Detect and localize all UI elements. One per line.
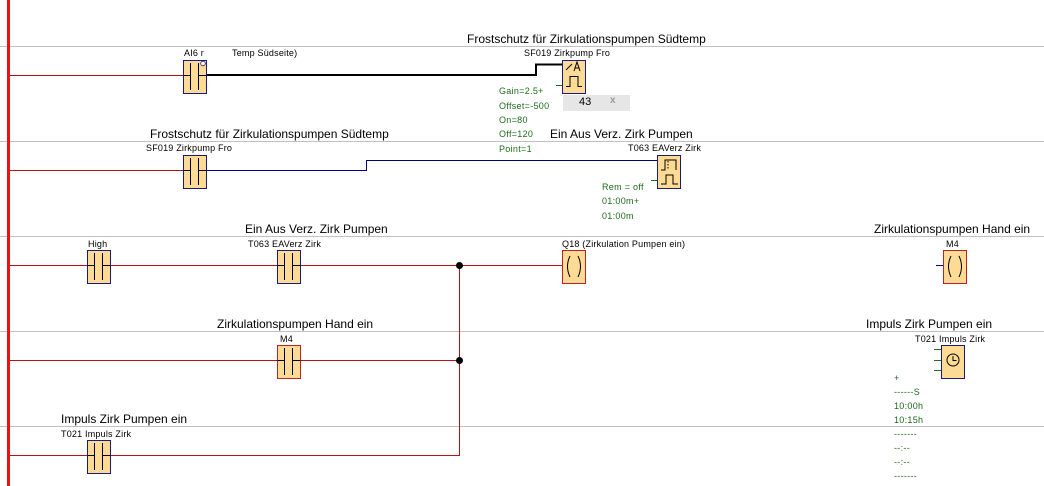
t021-label: T021 Impuls Zirk (915, 334, 986, 344)
t021-param: ------S (894, 387, 921, 397)
t021-param: ------- (894, 471, 918, 481)
t021-param: ------- (894, 429, 918, 439)
junction-dot (456, 262, 463, 269)
sf019-actual-value: 43 (579, 96, 592, 108)
sf019-param: Gain=2.5+ (499, 86, 544, 96)
rung5-wire-t021-to-junction[interactable] (110, 265, 460, 456)
t063-title: Ein Aus Verz. Zirk Pumpen (550, 127, 693, 141)
m4-contact-title: Zirkulationspumpen Hand ein (217, 317, 374, 331)
sf019-contact-label: SF019 Zirkpump Fro (146, 143, 233, 153)
high-contact[interactable] (87, 250, 111, 284)
sf019-contact-title: Frostschutz für Zirkulationspumpen Südte… (150, 127, 389, 141)
rung-separators (0, 46, 1044, 427)
t063-contact-label: T063 EAVerz Zirk (248, 239, 322, 249)
high-label: High (88, 239, 108, 249)
t063-label: T063 EAVerz Zirk (628, 143, 702, 153)
t021-title: Impuls Zirk Pumpen ein (866, 317, 993, 331)
timer-input-stubs (934, 349, 941, 371)
sf019-actual-value-box: 43 x (563, 95, 630, 111)
sf019-param: Point=1 (499, 144, 532, 154)
rung2-wire-sf019-to-t063[interactable] (206, 160, 657, 171)
sf019-param: On=80 (499, 115, 528, 125)
sf019-label: SF019 Zirkpump Fro (524, 48, 611, 58)
m4-contact[interactable] (277, 345, 301, 379)
sf019-contact[interactable] (183, 155, 207, 189)
close-value-icon[interactable]: x (610, 95, 616, 106)
m4-contact-label: M4 (280, 334, 293, 344)
q18-coil[interactable] (562, 250, 586, 284)
t063-param: 01:00m+ (602, 196, 640, 206)
t021-param: + (894, 373, 900, 383)
t021-param: 10:00h (894, 401, 924, 411)
q18-label: Q18 (Zirkulation Pumpen ein) (562, 239, 686, 249)
t021-param: --:-- (894, 457, 910, 467)
t063-contact-title: Ein Aus Verz. Zirk Pumpen (245, 222, 388, 236)
t021-timer-switch-block[interactable] (941, 345, 965, 379)
analog-indicator-icon (200, 60, 206, 67)
m4-coil-title: Zirkulationspumpen Hand ein (874, 222, 1031, 236)
t021-contact[interactable] (87, 440, 111, 474)
t021-contact-label: T021 Impuls Zirk (61, 429, 132, 439)
t063-param: 01:00m (602, 211, 634, 221)
sf019-param: Off=120 (499, 129, 534, 139)
t063-on-off-delay-block[interactable] (657, 155, 681, 189)
junction-dot (456, 357, 463, 364)
ai6-analog-contact[interactable] (183, 60, 207, 94)
ai6-comment: Temp Südseite) (232, 48, 298, 58)
t021-param: 10:15h (894, 415, 924, 425)
t063-param: Rem = off (602, 182, 644, 192)
t021-param: --:-- (894, 443, 910, 453)
sf019-param: Offset=-500 (499, 101, 550, 111)
power-rail (7, 0, 10, 486)
sf019-threshold-block[interactable] (562, 60, 586, 94)
clock-icon (946, 353, 960, 367)
sf019-title: Frostschutz für Zirkulationspumpen Südte… (467, 32, 706, 46)
on-off-delay-icon (661, 159, 678, 185)
t021-contact-title: Impuls Zirk Pumpen ein (61, 412, 188, 426)
m4-coil[interactable] (943, 250, 967, 284)
m4-coil-label: M4 (946, 239, 959, 249)
ai6-label: AI6 r (184, 48, 205, 58)
rung1-analog-wire[interactable] (206, 63, 562, 76)
analog-threshold-icon (565, 60, 582, 87)
t063-contact[interactable] (277, 250, 301, 284)
